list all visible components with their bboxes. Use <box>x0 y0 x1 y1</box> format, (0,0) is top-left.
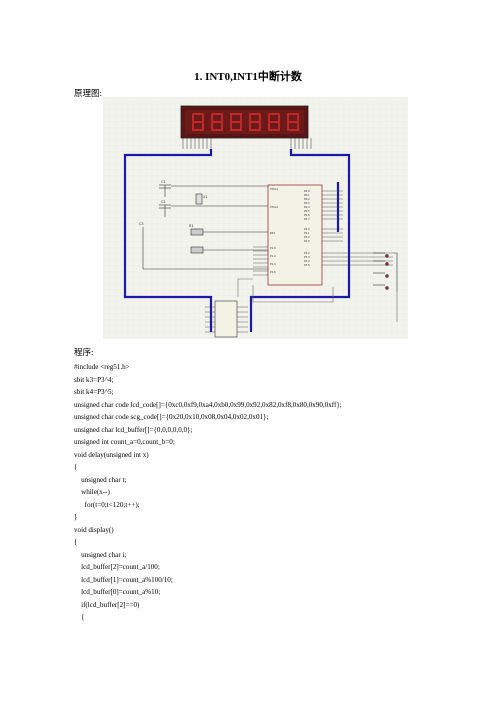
svg-text:XTAL2: XTAL2 <box>270 205 278 209</box>
svg-text:P3.4: P3.4 <box>304 259 310 263</box>
code-line: lcd_buffer[0]=count_a%10; <box>74 588 161 596</box>
code-line: for(t=0;t<120;t++); <box>74 500 140 509</box>
seven-segment-display <box>180 105 312 149</box>
svg-text:P0.5: P0.5 <box>304 209 310 213</box>
push-buttons <box>373 252 398 292</box>
code-listing: #include <reg51.h> sbit k3=P3^4; sbit k4=P… <box>74 361 494 624</box>
driver-ic <box>205 300 248 338</box>
svg-text:P0.0: P0.0 <box>304 189 310 193</box>
code-line: lcd_buffer[1]=count_a%100/10; <box>74 575 173 584</box>
svg-text:P1.6: P1.6 <box>270 270 276 274</box>
svg-text:X1: X1 <box>203 195 207 199</box>
svg-text:R1: R1 <box>189 224 194 228</box>
svg-text:P0.3: P0.3 <box>304 201 310 205</box>
svg-text:XTAL1: XTAL1 <box>270 187 278 191</box>
svg-text:P3.3: P3.3 <box>304 255 310 259</box>
svg-text:P0.4: P0.4 <box>304 205 310 209</box>
code-line: void display() <box>74 525 114 534</box>
svg-text:P1.4: P1.4 <box>270 262 276 266</box>
svg-text:P2.2: P2.2 <box>304 235 310 239</box>
code-line: unsigned char lcd_buffer[]={0,0,0,0,0,0}… <box>74 425 193 434</box>
ground-wires <box>237 278 398 322</box>
svg-text:C1: C1 <box>161 180 166 184</box>
svg-text:RST: RST <box>270 231 275 235</box>
microcontroller-chip: P0.0P0.1 P0.2P0.3 P0.4P0.5 P0.6P0.7 P2.0… <box>253 184 393 286</box>
code-line: #include <reg51.h> <box>74 363 130 371</box>
page-title: 1. INT0,INT1中断计数 <box>194 71 302 83</box>
code-line: void delay(unsigned int x) <box>74 450 149 459</box>
svg-text:P0.7: P0.7 <box>304 217 310 221</box>
code-line: { <box>74 538 78 546</box>
svg-text:P2.1: P2.1 <box>304 231 310 235</box>
code-line: { <box>74 613 85 621</box>
program-label: 程序: <box>74 347 94 357</box>
code-line: } <box>74 513 78 521</box>
svg-text:P1.0: P1.0 <box>270 246 276 250</box>
svg-text:P2.0: P2.0 <box>304 227 310 231</box>
svg-text:C2: C2 <box>161 200 166 204</box>
code-line: { <box>74 463 78 471</box>
svg-text:P1.2: P1.2 <box>270 254 276 258</box>
svg-text:P0.2: P0.2 <box>304 197 310 201</box>
code-line: unsigned char i; <box>74 550 127 559</box>
code-line: lcd_buffer[2]=count_a/100; <box>74 563 160 571</box>
svg-text:P3.2: P3.2 <box>304 251 310 255</box>
svg-text:P2.3: P2.3 <box>304 239 310 243</box>
code-line: sbit k4=P3^5; <box>74 388 114 396</box>
code-line: while(x--) <box>74 488 110 496</box>
code-line: if(lcd_buffer[2]==0) <box>74 600 140 609</box>
code-line: unsigned int count_a=0,count_b=0; <box>74 438 175 446</box>
bus-wires <box>123 149 351 332</box>
oscillator-circuit <box>142 184 268 270</box>
schematic-label: 原理图: <box>74 88 102 98</box>
code-line: unsigned char code scg_code[]={0x20,0x10… <box>74 413 269 421</box>
code-line: unsigned char t; <box>74 475 127 484</box>
svg-text:P0.1: P0.1 <box>304 193 310 197</box>
svg-text:P3.5: P3.5 <box>304 263 310 267</box>
code-line: unsigned char code lcd_code[]={0xc0,0xf9… <box>74 400 342 409</box>
code-line: sbit k3=P3^4; <box>74 375 114 384</box>
svg-text:P0.6: P0.6 <box>304 213 310 217</box>
svg-text:C3: C3 <box>139 222 144 226</box>
